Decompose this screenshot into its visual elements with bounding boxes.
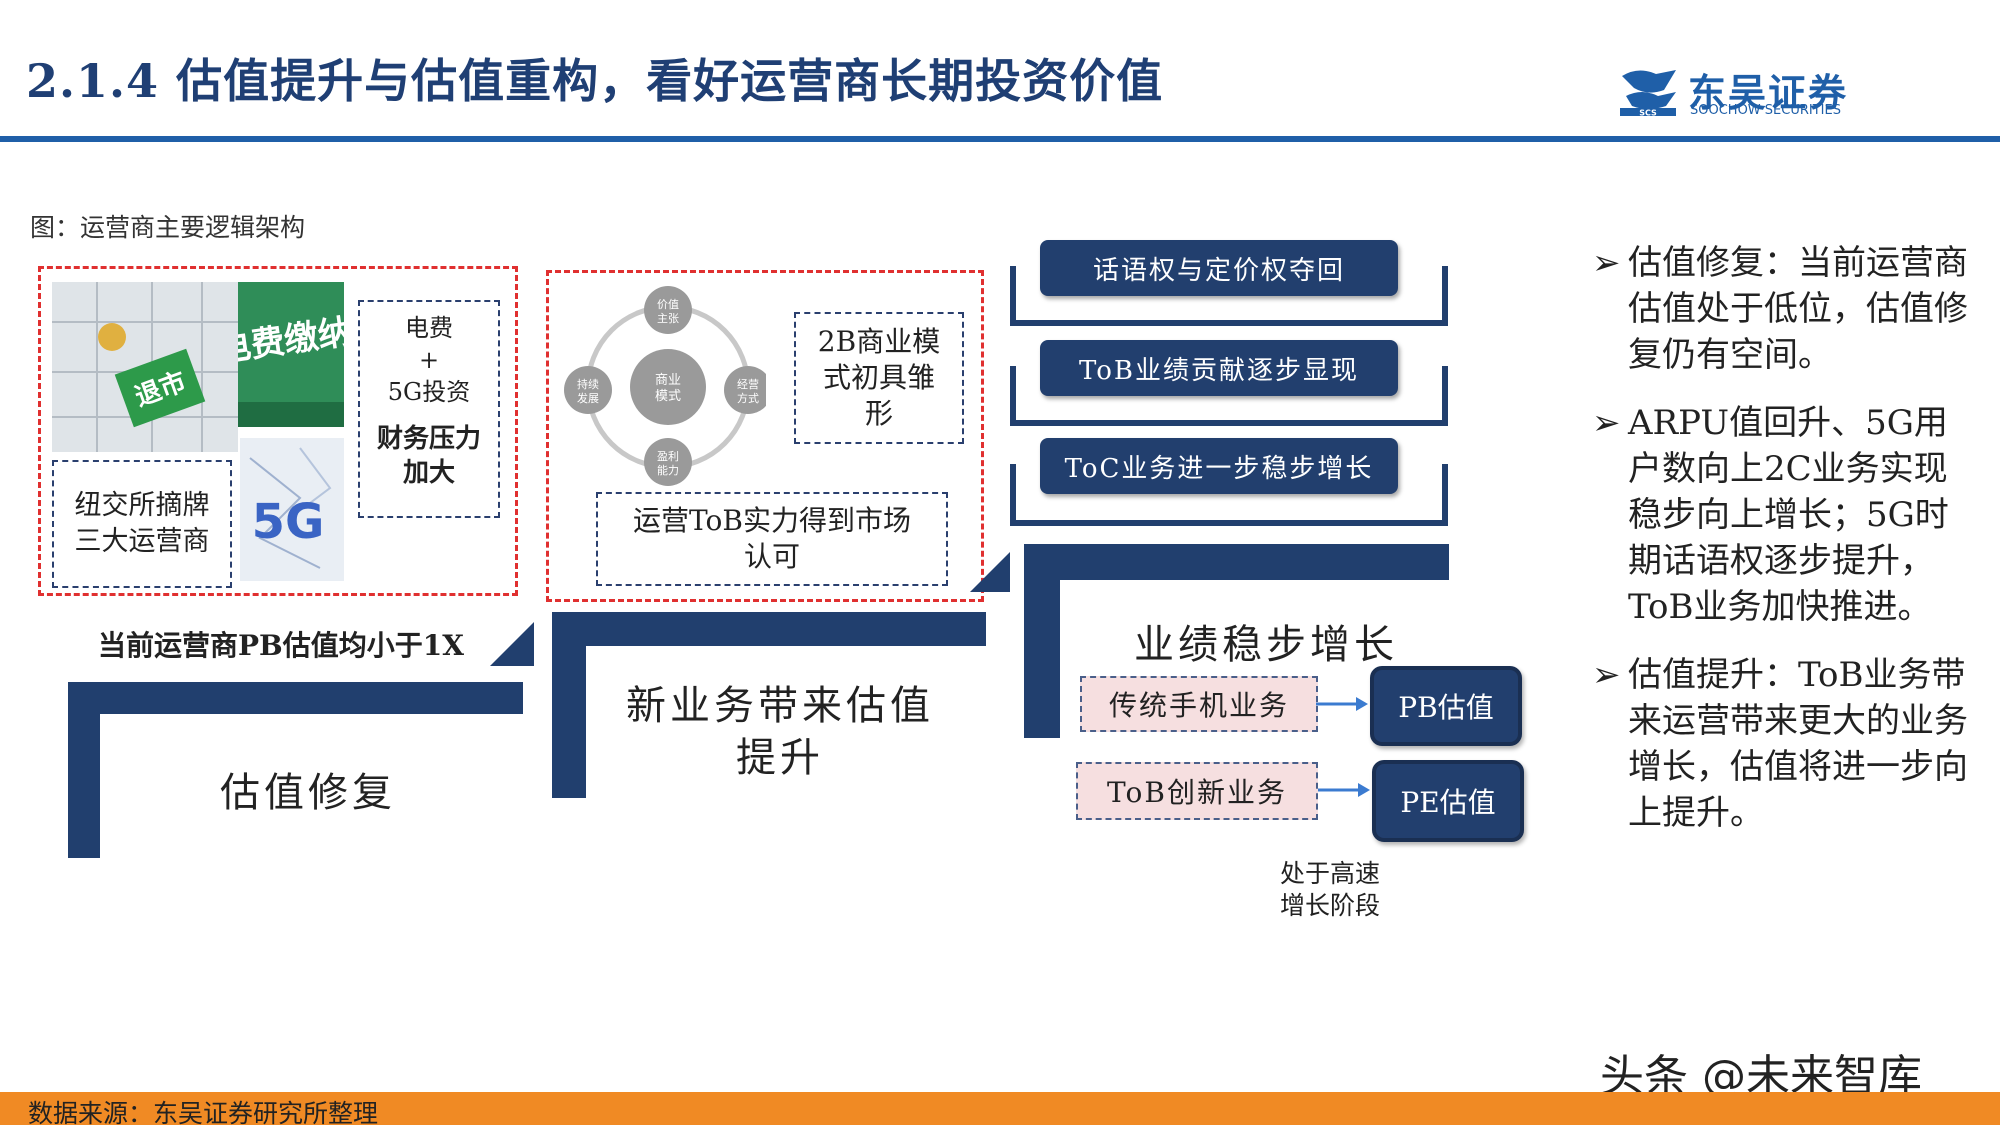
scs-logo-icon: SCS bbox=[1620, 70, 1676, 118]
bullet-item: ➢ ARPU值回升、5G用户数向上2C业务实现稳步向上增长；5G时期话语权逐步提… bbox=[1592, 400, 1972, 630]
step-label-valuation-repair: 估值修复 bbox=[220, 770, 396, 816]
tob-innovation-business: ToB创新业务 bbox=[1076, 762, 1318, 820]
svg-text:经营: 经营 bbox=[737, 377, 759, 391]
svg-text:持续: 持续 bbox=[577, 377, 599, 391]
traditional-mobile-business: 传统手机业务 bbox=[1080, 676, 1318, 732]
5g-photo: 5G bbox=[240, 438, 344, 581]
high-growth-note: 处于高速增长阶段 bbox=[1280, 859, 1381, 920]
stair-step-1-top bbox=[68, 682, 523, 714]
pill-toc-growth: ToC业务进一步稳步增长 bbox=[1040, 438, 1398, 494]
delisting-photo: 退市 bbox=[52, 282, 238, 452]
cycle-center-line1: 商业 bbox=[655, 373, 681, 388]
logo-text-en: SOOCHOW SECURITIES bbox=[1690, 103, 1841, 118]
cost-line-2: + bbox=[418, 346, 440, 374]
puzzle-image: 退市 bbox=[52, 282, 238, 452]
svg-text:盈利: 盈利 bbox=[657, 450, 679, 463]
stair-corner-2 bbox=[970, 552, 1010, 592]
figure-caption: 图：运营商主要逻辑架构 bbox=[30, 213, 306, 242]
pill-frame-1 bbox=[1010, 266, 1448, 326]
svg-text:SCS: SCS bbox=[1639, 109, 1657, 118]
arrow-bullet-icon: ➢ bbox=[1592, 403, 1621, 443]
bullet-item: ➢ 估值修复：当前运营商估值处于低位，估值修复仍有空间。 bbox=[1592, 240, 1972, 378]
stair-step-2-top bbox=[552, 612, 986, 646]
arrow-bullet-icon: ➢ bbox=[1592, 243, 1621, 283]
pb-valuation-caption: 当前运营商PB估值均小于1X bbox=[98, 629, 464, 662]
stair-step-3-top bbox=[1024, 544, 1449, 580]
pb-valuation-box: PB估值 bbox=[1370, 666, 1522, 746]
pe-valuation-box: PE估值 bbox=[1372, 760, 1524, 842]
stage2-evidence-box bbox=[546, 270, 984, 602]
logo-text-cn: 东吴证券 bbox=[1688, 71, 1849, 115]
delisting-note: 纽交所摘牌三大运营商 bbox=[52, 460, 232, 588]
arrow-right-icon bbox=[1318, 783, 1370, 797]
data-source: 数据来源：东吴证券研究所整理 bbox=[28, 1099, 379, 1128]
cost-line-3: 5G投资 bbox=[387, 378, 471, 406]
stair-step-2-riser bbox=[552, 612, 586, 798]
pill-frame-2 bbox=[1010, 366, 1448, 426]
pill-pricing-power: 话语权与定价权夺回 bbox=[1040, 240, 1398, 296]
stair-step-3-riser bbox=[1024, 544, 1060, 738]
electricity-bill-photo: 电费缴纳 bbox=[238, 282, 344, 427]
svg-text:5G: 5G bbox=[252, 494, 325, 550]
bullet-item: ➢ 估值提升：ToB业务带来运营带来更大的业务增长，估值将进一步向上提升。 bbox=[1592, 652, 1972, 836]
step-label-steady-growth: 业绩稳步增长 bbox=[1134, 622, 1398, 668]
tob-recognition-note: 运营ToB实力得到市场认可 bbox=[596, 492, 948, 586]
svg-text:能力: 能力 bbox=[657, 463, 679, 477]
svg-text:方式: 方式 bbox=[737, 391, 759, 405]
cycle-center-line2: 模式 bbox=[655, 389, 681, 404]
cost-line-1: 电费 bbox=[405, 314, 453, 342]
pill-tob-contribution: ToB业绩贡献逐步显现 bbox=[1040, 340, 1398, 396]
footer-bar bbox=[0, 1092, 2000, 1125]
pill-frame-3 bbox=[1010, 464, 1448, 526]
arrow-right-icon bbox=[1316, 697, 1368, 711]
svg-text:主张: 主张 bbox=[657, 312, 679, 325]
svg-text:价值: 价值 bbox=[657, 298, 679, 311]
financial-pressure-label: 财务压力加大 bbox=[376, 424, 481, 488]
company-logo: SCS 东吴证券 SOOCHOW SECURITIES bbox=[1618, 66, 1900, 122]
svg-text:发展: 发展 bbox=[577, 391, 599, 405]
page-title: 2.1.4 估值提升与估值重构，看好运营商长期投资价值 bbox=[26, 54, 1164, 108]
header-divider bbox=[0, 136, 2000, 142]
step-label-new-business: 新业务带来估值提升 bbox=[626, 683, 934, 781]
arrow-bullet-icon: ➢ bbox=[1592, 655, 1621, 695]
stair-step-1-riser bbox=[68, 682, 100, 858]
stage1-evidence-box bbox=[38, 266, 518, 596]
business-model-cycle-diagram: 商业 模式 价值 主张 持续 发展 经营 方式 盈利 能力 bbox=[564, 286, 766, 486]
right-bullet-list: ➢ 估值修复：当前运营商估值处于低位，估值修复仍有空间。 ➢ ARPU值回升、5… bbox=[1592, 240, 1972, 836]
stair-corner-1 bbox=[490, 622, 534, 666]
2b-model-note: 2B商业模式初具雏形 bbox=[794, 312, 964, 444]
cost-pressure-note: 电费 + 5G投资 财务压力加大 bbox=[358, 300, 500, 518]
